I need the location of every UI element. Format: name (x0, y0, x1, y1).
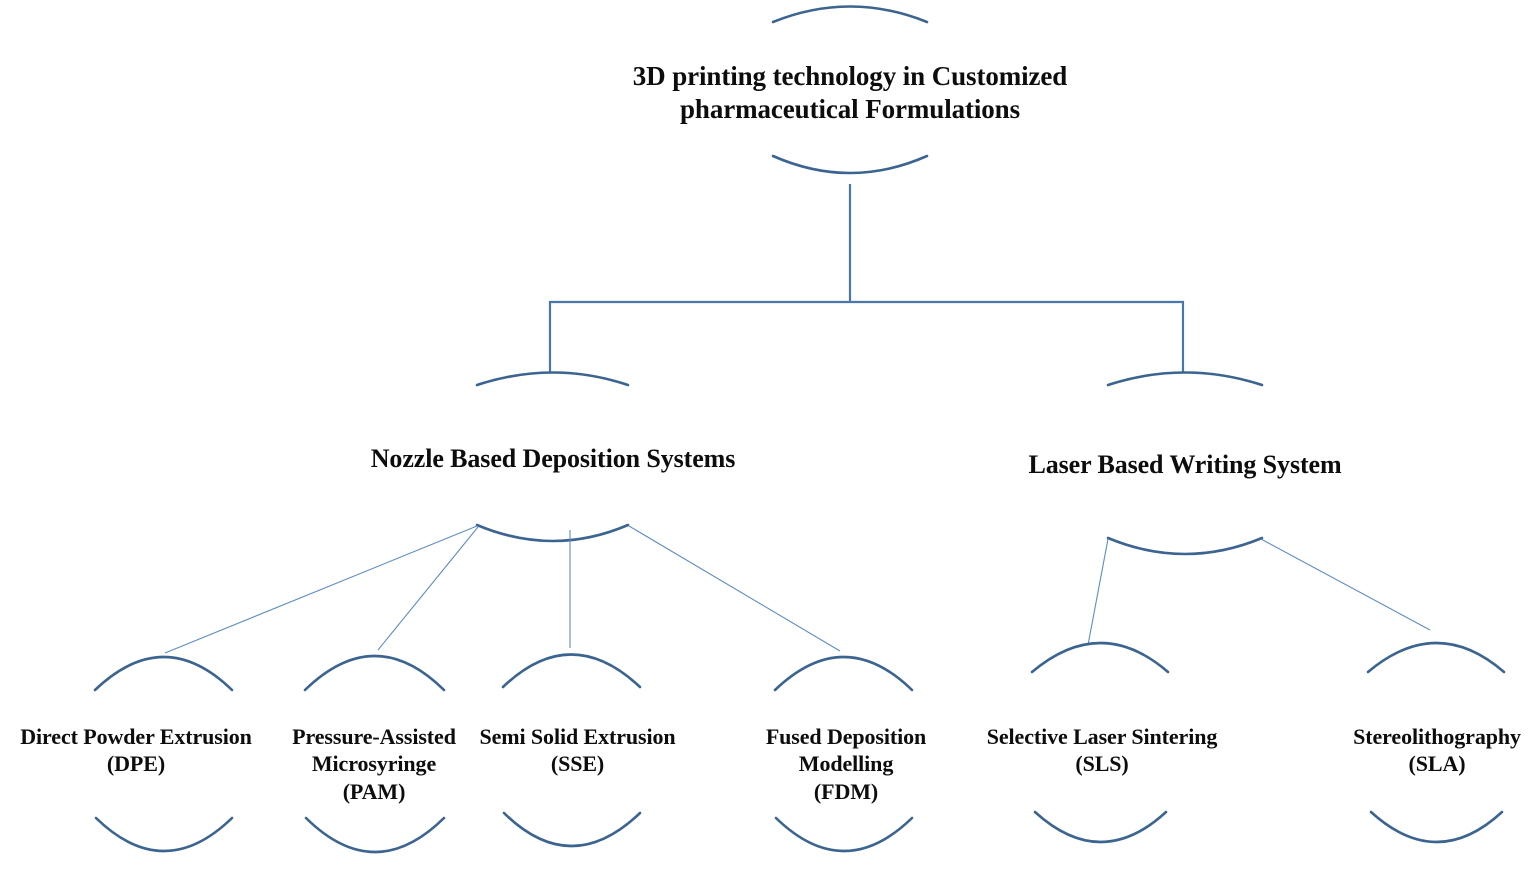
laser-bottom-arc (1106, 536, 1264, 556)
branch-node-label-laser: Laser Based Writing System (1028, 450, 1342, 479)
leaf-node-label-pam: Pressure-Assisted Microsyringe (PAM) (292, 724, 456, 804)
nozzle-top-arc (475, 371, 630, 387)
connector-nozzle-to-fdm (628, 525, 841, 652)
pam-top-arc (303, 654, 446, 692)
sls-bottom-arc (1033, 810, 1168, 844)
leaf-node-shape-sse (501, 653, 642, 848)
root-bottom-arc (771, 154, 929, 175)
branch-node-shape-nozzle (475, 371, 630, 543)
root-node-label: 3D printing technology in Customized pha… (632, 61, 1068, 124)
leaf-node-shape-dpe (93, 655, 234, 853)
fdm-top-arc (773, 655, 914, 692)
sla-top-arc (1366, 641, 1506, 674)
nozzle-bottom-arc (475, 523, 630, 543)
leaf-node-label-dpe: Direct Powder Extrusion (DPE) (20, 724, 252, 777)
laser-to-leaf-connectors (1087, 538, 1431, 646)
leaf-node-label-sls: Selective Laser Sintering (SLS) (986, 724, 1218, 777)
root-node-shape (771, 5, 929, 175)
connector-nozzle-to-pam (377, 526, 479, 651)
pam-bottom-arc (304, 816, 446, 854)
laser-top-arc (1106, 371, 1264, 387)
branch-node-shape-laser (1106, 371, 1264, 556)
leaf-node-label-sla: Stereolithography (SLA) (1353, 724, 1521, 777)
connector-nozzle-to-dpe (164, 525, 478, 654)
leaf-node-shape-pam (303, 654, 446, 854)
connector-laser-to-sls (1087, 538, 1109, 646)
fdm-bottom-arc (774, 816, 914, 853)
leaf-node-shape-sla (1366, 641, 1506, 844)
connector-laser-to-sla (1260, 538, 1431, 631)
sse-bottom-arc (502, 811, 642, 848)
nozzle-to-leaf-connectors (164, 525, 841, 654)
dpe-bottom-arc (94, 816, 234, 853)
leaf-node-shape-fdm (773, 655, 914, 853)
root-to-branch-connectors (548, 184, 1185, 373)
leaf-node-label-fdm: Fused Deposition Modelling (FDM) (765, 724, 927, 804)
dpe-top-arc (93, 655, 234, 692)
sse-top-arc (501, 653, 642, 689)
sla-bottom-arc (1369, 810, 1504, 844)
branch-node-label-nozzle: Nozzle Based Deposition Systems (370, 444, 736, 473)
root-top-arc (771, 5, 929, 24)
leaf-node-shape-sls (1030, 641, 1170, 844)
sls-top-arc (1030, 641, 1170, 674)
leaf-node-label-sse: Semi Solid Extrusion (SSE) (479, 724, 676, 777)
